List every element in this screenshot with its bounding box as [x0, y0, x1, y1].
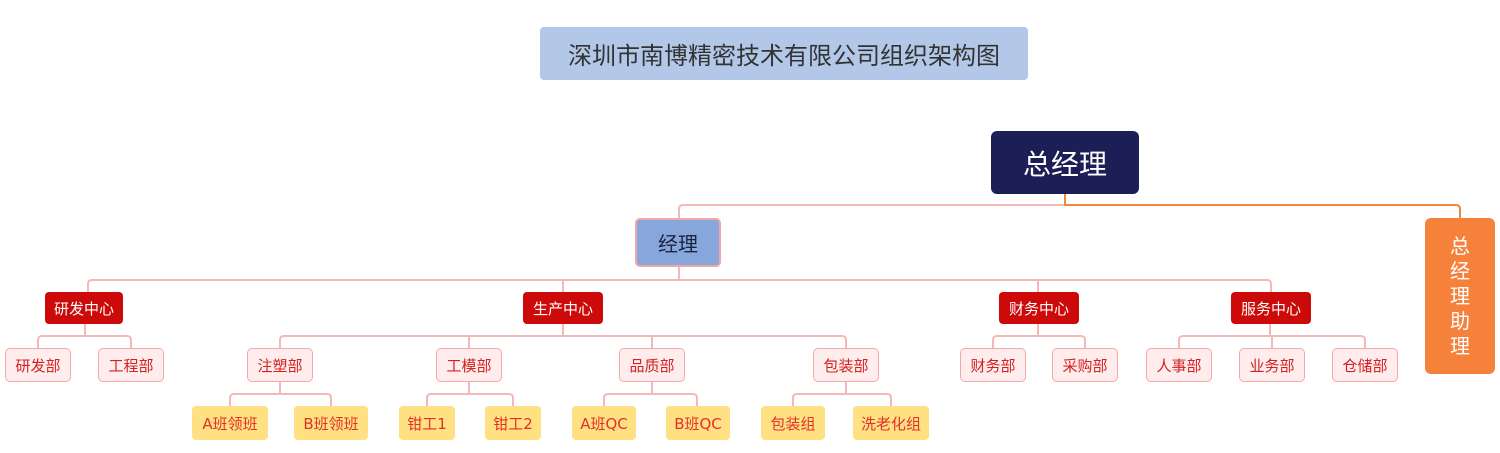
node-center-rd: 研发中心 — [45, 292, 123, 324]
node-team-fitter-1: 钳工1 — [399, 406, 455, 440]
node-team-fitter-2: 钳工2 — [485, 406, 541, 440]
node-dept-business: 业务部 — [1239, 348, 1305, 382]
node-team-packaging: 包装组 — [761, 406, 825, 440]
connector-mold-teams — [426, 382, 514, 406]
connector-service-depts — [1178, 324, 1366, 348]
node-team-a-qc: A班QC — [572, 406, 636, 440]
node-dept-injection: 注塑部 — [247, 348, 313, 382]
node-dept-engineering: 工程部 — [98, 348, 164, 382]
node-dept-finance: 财务部 — [960, 348, 1026, 382]
connector-rd-depts — [37, 324, 132, 348]
node-dept-hr: 人事部 — [1146, 348, 1212, 382]
connector-packaging-teams — [792, 382, 892, 406]
connector-quality-teams — [603, 382, 698, 406]
node-team-aging: 洗老化组 — [853, 406, 929, 440]
connector-manager-centers — [87, 267, 1272, 292]
connector-injection-teams — [229, 382, 332, 406]
node-dept-quality: 品质部 — [619, 348, 685, 382]
connector-gm-manager — [678, 194, 1066, 218]
node-dept-packaging: 包装部 — [813, 348, 879, 382]
node-center-finance: 财务中心 — [999, 292, 1079, 324]
node-center-service: 服务中心 — [1231, 292, 1311, 324]
node-dept-mold: 工模部 — [436, 348, 502, 382]
node-general-manager: 总经理 — [991, 131, 1139, 194]
connector-finance-depts — [992, 324, 1086, 348]
chart-title: 深圳市南博精密技术有限公司组织架构图 — [540, 27, 1028, 80]
connector-gm-assistant — [1064, 194, 1461, 218]
node-assistant: 总经理助理 — [1425, 218, 1495, 374]
node-dept-rd: 研发部 — [5, 348, 71, 382]
node-center-production: 生产中心 — [523, 292, 603, 324]
node-dept-warehouse: 仓储部 — [1332, 348, 1398, 382]
connector-production-depts — [279, 324, 847, 348]
node-manager: 经理 — [635, 218, 721, 267]
node-team-b-qc: B班QC — [666, 406, 730, 440]
node-team-b-leader: B班领班 — [294, 406, 368, 440]
node-team-a-leader: A班领班 — [192, 406, 268, 440]
node-dept-purchasing: 采购部 — [1052, 348, 1118, 382]
